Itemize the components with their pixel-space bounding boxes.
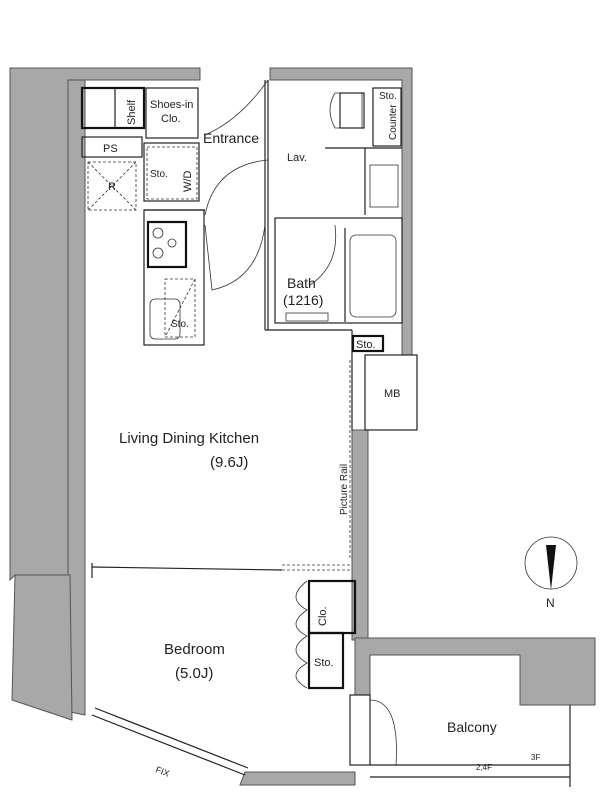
label-ldk: Living Dining Kitchen — [119, 430, 259, 447]
label-bedroom: Bedroom — [164, 641, 225, 658]
label-wd: W/D — [182, 171, 194, 192]
label-fix: FIX — [154, 764, 171, 778]
label-shelf: Shelf — [126, 99, 138, 125]
label-bedroom-size: (5.0J) — [175, 665, 213, 682]
label-ldk-size: (9.6J) — [210, 454, 248, 471]
label-picture-rail: Picture Rail — [339, 464, 350, 515]
label-shoes-in-clo-2: Clo. — [161, 113, 181, 125]
exterior-walls — [9, 67, 596, 786]
label-mb: MB — [384, 388, 401, 400]
compass-needle-icon — [546, 545, 556, 590]
label-sto-wd: Sto. — [150, 169, 168, 180]
label-bath-size: (1216) — [283, 292, 323, 308]
label-sto-hall: Sto. — [356, 339, 376, 351]
label-sto-kitchen: Sto. — [171, 319, 189, 330]
label-entrance: Entrance — [203, 130, 259, 146]
interior-walls — [80, 79, 578, 787]
label-2-4f: 2,4F — [476, 763, 492, 772]
label-clo-bedroom: Clo. — [317, 606, 329, 626]
compass-north-label: N — [546, 596, 555, 610]
label-ps: PS — [103, 143, 118, 155]
label-balcony: Balcony — [447, 719, 497, 735]
label-shoes-in-clo: Shoes-in — [150, 99, 193, 111]
label-sto-bedroom: Sto. — [314, 657, 334, 669]
label-lav: Lav. — [287, 152, 307, 164]
label-counter: Counter — [388, 104, 399, 140]
label-r: R — [108, 181, 116, 193]
label-bath: Bath — [287, 275, 316, 291]
label-sto-lav: Sto. — [379, 91, 397, 102]
room-labels: Shelf Shoes-in Clo. Entrance PS R Sto. W… — [103, 91, 555, 779]
label-3f: 3F — [531, 753, 540, 762]
